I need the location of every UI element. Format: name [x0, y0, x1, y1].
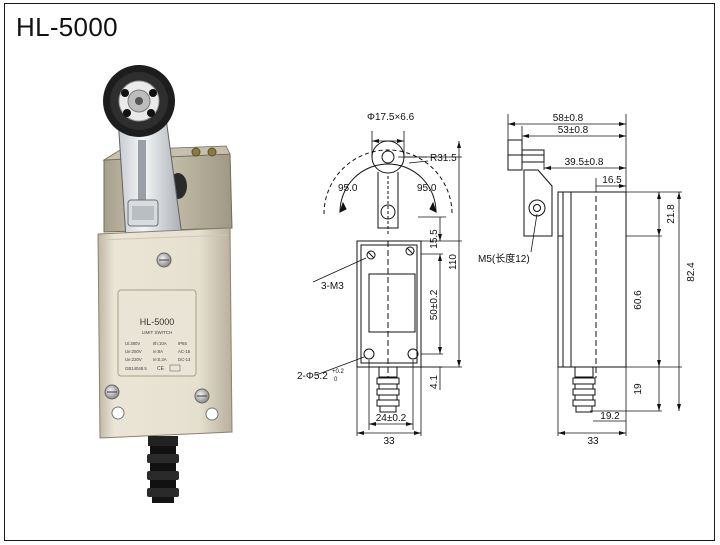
travel-arc: [323, 149, 453, 215]
side-roller-outline: [507, 139, 545, 171]
dim-bottom: 19: [633, 383, 644, 395]
dim-total: 82.4: [686, 262, 697, 282]
plate-subtitle: LIMIT SWITCH: [142, 330, 172, 335]
plate-standard: GB14048.5: [125, 366, 147, 371]
dim-roller: Φ17.5×6.6: [367, 112, 415, 123]
plate-rating: Ith:10A: [153, 341, 167, 346]
dim-screws: 3-M3: [321, 281, 344, 292]
cable-gland: [147, 436, 179, 503]
ce-mark-icon: CE: [157, 366, 165, 372]
page-title: HL-5000: [16, 12, 118, 42]
dim-angle-left: 95.0: [338, 183, 358, 194]
front-dimension-labels: Φ17.5×6.6 R31.5 95.0 95.0 3-M3 2-Φ5.2 +0…: [297, 112, 459, 447]
dim-hole-spacing: 50±0.2: [429, 289, 440, 320]
dim-angle-right: 95.0: [417, 183, 437, 194]
dim-arm-length: 39.5±0.8: [565, 157, 604, 168]
dim-radius: R31.5: [430, 153, 457, 164]
plate-rating: Ue:220V: [125, 357, 142, 362]
dim-holes: 2-Φ5.2: [297, 371, 328, 382]
page-frame: [4, 3, 715, 541]
plate-rating: Ie:8A: [153, 349, 163, 354]
dim-overall-2: 53±0.8: [558, 125, 589, 136]
front-dimension-lines: [312, 131, 462, 436]
dim-overall-1: 58±0.8: [553, 113, 584, 124]
side-body-outline: [557, 191, 627, 378]
dim-hole-tol-top: +0.2: [332, 369, 345, 375]
dim-offset: 16.5: [602, 175, 622, 186]
plate-rating: DC-13: [178, 357, 191, 362]
arm-outline: [377, 172, 399, 236]
dim-mid: 60.6: [633, 290, 644, 310]
plate-rating: Ue:250V: [125, 349, 142, 354]
dim-hole-width: 24±0.2: [376, 413, 407, 424]
dim-hole-tol-bottom: 0: [334, 377, 338, 383]
side-dimension-lines: [507, 114, 682, 436]
dim-bottom-offset: 4.1: [429, 375, 440, 389]
side-dimension-arrows: [508, 122, 681, 435]
side-dimension-labels: 58±0.8 53±0.8 39.5±0.8 16.5 M5(长度12) 21.…: [478, 113, 697, 447]
side-arm-outline: [523, 169, 553, 237]
lever-arm: [117, 117, 183, 239]
plate-rating: Ui:380V: [125, 341, 140, 346]
dim-offset-top: 15.5: [429, 229, 440, 249]
recycle-icon: [169, 364, 181, 372]
plate-rating: IP65: [178, 341, 187, 346]
plate-rating: AC-15: [178, 349, 191, 354]
front-body-outline: [356, 240, 422, 378]
roller-wheel: [103, 65, 175, 137]
dim-side-width: 33: [587, 436, 599, 447]
dim-screw-label: M5(长度12): [478, 252, 530, 265]
plate-model: HL-5000: [140, 317, 175, 327]
dim-width: 33: [383, 436, 395, 447]
plate-rating: Ie:0.3A: [153, 357, 167, 362]
side-gland-outline: [572, 366, 596, 413]
front-gland-outline: [376, 366, 400, 413]
dim-top: 21.8: [666, 204, 677, 224]
front-dimension-arrows: [357, 139, 461, 435]
dim-bottom-offset: 19.2: [600, 411, 620, 422]
name-plate: HL-5000 LIMIT SWITCH Ui:380V Ith:10A IP6…: [117, 289, 197, 377]
dim-height-total: 110: [448, 254, 459, 270]
